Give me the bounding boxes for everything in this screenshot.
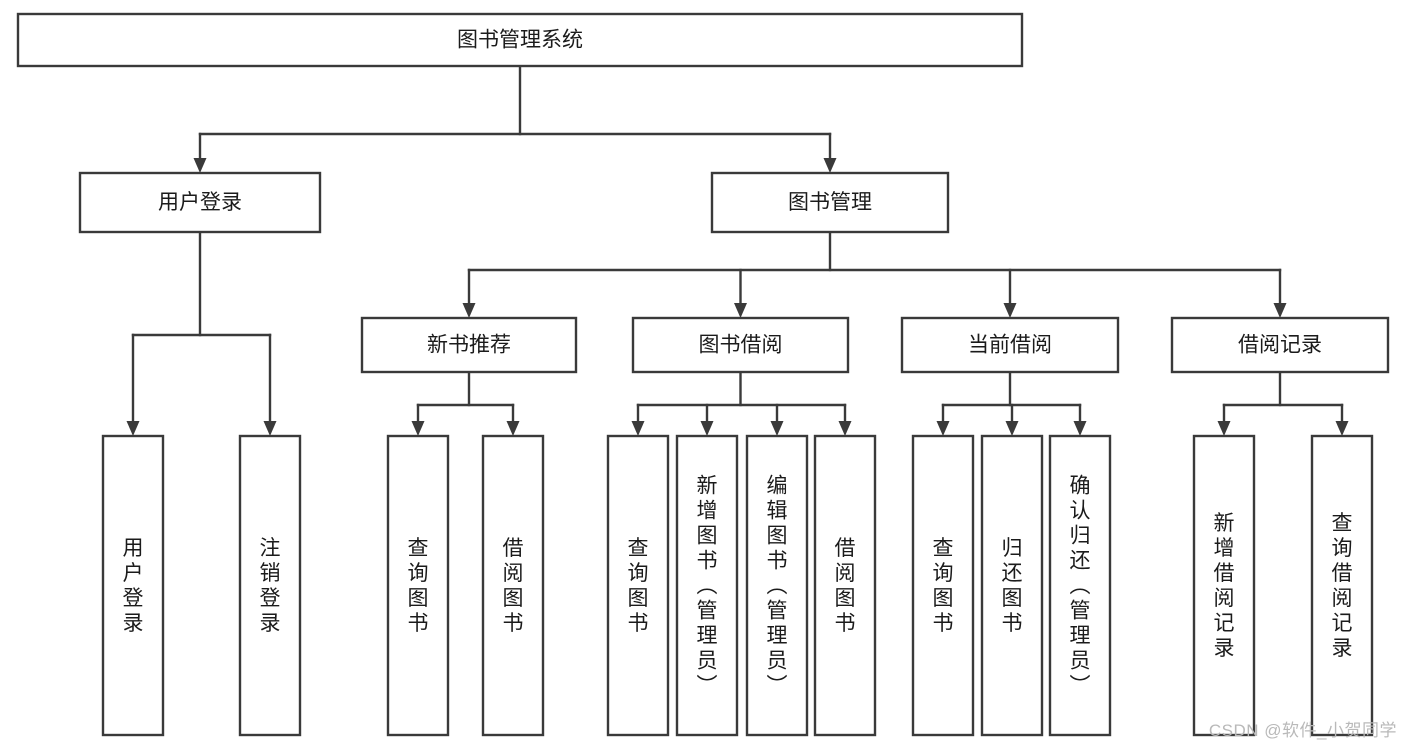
arrow-head-icon: [1073, 421, 1087, 436]
connector-group: [631, 370, 852, 436]
node-label: 新书推荐: [427, 334, 511, 357]
node-box: [631, 316, 850, 374]
node-label: 查询图书: [933, 537, 954, 635]
connector-group: [126, 230, 277, 436]
node-box: [710, 171, 950, 234]
node-label: 归还图书: [1002, 537, 1023, 635]
arrow-head-icon: [1273, 303, 1287, 318]
node-box: [101, 434, 165, 737]
node-user-login[interactable]: 用户登录: [78, 171, 322, 234]
arrow-head-icon: [193, 158, 207, 173]
connector-group: [936, 370, 1087, 436]
node-layer: 图书管理系统用户登录图书管理新书推荐图书借阅当前借阅借阅记录用户登录注销登录查询…: [16, 12, 1390, 737]
arrow-head-icon: [411, 421, 425, 436]
connector-group: [193, 64, 837, 173]
node-box: [1192, 434, 1256, 737]
node-leaf-query-book-rec[interactable]: 查询图书: [386, 434, 450, 737]
node-box: [360, 316, 578, 374]
node-box: [1170, 316, 1390, 374]
node-book-management[interactable]: 图书管理: [710, 171, 950, 234]
node-new-book-recommend[interactable]: 新书推荐: [360, 316, 578, 374]
arrow-head-icon: [1217, 421, 1231, 436]
node-leaf-add-borrow-rec[interactable]: 新增借阅记录: [1192, 434, 1256, 737]
node-leaf-query-book-cur[interactable]: 查询图书: [911, 434, 975, 737]
node-box: [813, 434, 877, 737]
node-label: 图书管理系统: [457, 29, 583, 52]
node-box: [481, 434, 545, 737]
node-leaf-borrow-book-brw[interactable]: 借阅图书: [813, 434, 877, 737]
node-root[interactable]: 图书管理系统: [16, 12, 1024, 68]
arrow-head-icon: [506, 421, 520, 436]
node-box: [238, 434, 302, 737]
arrow-head-icon: [823, 158, 837, 173]
connector-layer: [126, 64, 1349, 436]
node-leaf-return-book[interactable]: 归还图书: [980, 434, 1044, 737]
arrow-head-icon: [263, 421, 277, 436]
node-box: [911, 434, 975, 737]
node-box: [606, 434, 670, 737]
node-label: 新增借阅记录: [1214, 512, 1235, 660]
connector-group: [462, 230, 1287, 318]
node-leaf-query-borrow-rec[interactable]: 查询借阅记录: [1310, 434, 1374, 737]
node-label: 注销登录: [260, 537, 281, 635]
node-box: [1310, 434, 1374, 737]
node-label: 图书借阅: [699, 334, 783, 357]
arrow-head-icon: [734, 303, 747, 318]
node-label: 借阅记录: [1238, 334, 1322, 357]
node-box: [900, 316, 1120, 374]
node-current-borrow[interactable]: 当前借阅: [900, 316, 1120, 374]
node-label: 用户登录: [123, 537, 144, 635]
arrow-head-icon: [1335, 421, 1349, 436]
node-label: 编辑图书︵管理员︶: [767, 475, 788, 698]
node-borrow-record[interactable]: 借阅记录: [1170, 316, 1390, 374]
node-label: 新增图书︵管理员︶: [697, 475, 718, 698]
node-box: [386, 434, 450, 737]
node-leaf-confirm-return[interactable]: 确认归还︵管理员︶: [1048, 434, 1112, 737]
node-label: 查询图书: [628, 537, 649, 635]
arrow-head-icon: [126, 421, 140, 436]
node-label: 确认归还︵管理员︶: [1070, 475, 1091, 698]
node-leaf-query-book-brw[interactable]: 查询图书: [606, 434, 670, 737]
node-box: [1048, 434, 1112, 737]
arrow-head-icon: [1003, 303, 1017, 318]
node-book-borrow[interactable]: 图书借阅: [631, 316, 850, 374]
arrow-head-icon: [1005, 421, 1019, 436]
node-box: [675, 434, 739, 737]
node-leaf-add-book[interactable]: 新增图书︵管理员︶: [675, 434, 739, 737]
node-label: 借阅图书: [835, 537, 856, 635]
node-leaf-edit-book[interactable]: 编辑图书︵管理员︶: [745, 434, 809, 737]
node-box: [16, 12, 1024, 68]
arrow-head-icon: [631, 421, 645, 436]
arrow-head-icon: [700, 421, 714, 436]
node-leaf-borrow-book-rec[interactable]: 借阅图书: [481, 434, 545, 737]
connector-group: [1217, 370, 1349, 436]
node-label: 借阅图书: [503, 537, 524, 635]
node-label: 查询借阅记录: [1332, 512, 1353, 660]
node-leaf-logout-login[interactable]: 注销登录: [238, 434, 302, 737]
node-label: 图书管理: [788, 191, 872, 214]
node-leaf-user-login[interactable]: 用户登录: [101, 434, 165, 737]
node-label: 用户登录: [158, 191, 242, 214]
connector-group: [411, 370, 520, 436]
node-box: [745, 434, 809, 737]
node-box: [980, 434, 1044, 737]
arrow-head-icon: [838, 421, 852, 436]
node-box: [78, 171, 322, 234]
arrow-head-icon: [770, 421, 784, 436]
arrow-head-icon: [936, 421, 950, 436]
arrow-head-icon: [462, 303, 476, 318]
node-label: 查询图书: [408, 537, 429, 635]
node-label: 当前借阅: [968, 334, 1052, 357]
csdn-watermark: CSDN @软件_小贺同学: [1208, 721, 1397, 740]
